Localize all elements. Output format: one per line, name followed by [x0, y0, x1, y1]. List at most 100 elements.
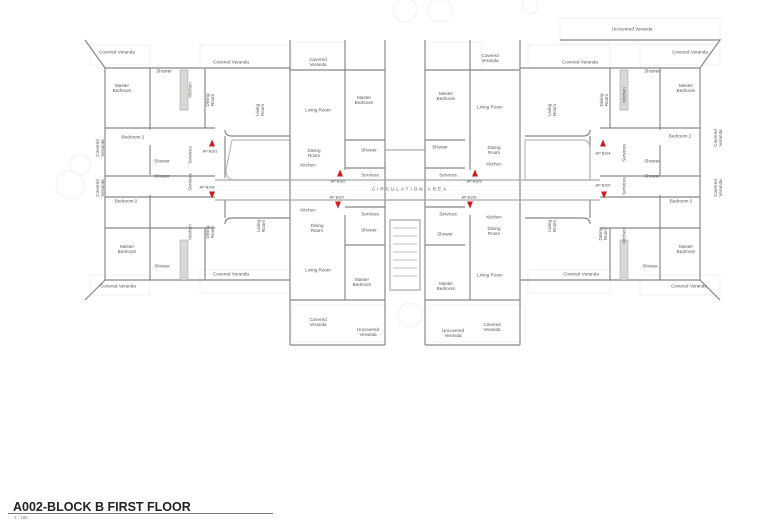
room-label: Services [361, 211, 379, 217]
room-label: Kitchen [621, 87, 627, 103]
room-label: Services [439, 211, 457, 217]
room-label: Covered Veranda [562, 59, 598, 65]
apartment-label: AP B101 [202, 149, 218, 154]
room-label: Bedroom 2 [121, 134, 145, 140]
room-label: Services [187, 146, 193, 164]
room-label: Covered Veranda [95, 139, 105, 157]
room-label: Bedroom 2 [669, 198, 693, 204]
room-label: Services [621, 177, 627, 195]
room-label: Covered Veranda [672, 49, 708, 55]
room-label: Covered Veranda [483, 322, 501, 332]
room-label: Covered Veranda [100, 283, 136, 289]
drawing-title: A002-BLOCK B FIRST FLOOR [13, 500, 191, 514]
room-label: Dining Room [598, 227, 608, 241]
room-label: Living Room [477, 104, 503, 110]
room-label: Dining Room [487, 226, 501, 236]
room-label: Master Bedroom [354, 95, 374, 105]
room-label: Shower [361, 227, 377, 233]
room-label: Covered Veranda [481, 53, 499, 63]
room-label: Dining Room [487, 145, 501, 155]
room-label: Shower [361, 147, 377, 153]
room-label: Living Room [305, 267, 331, 273]
entry-arrow-icon [337, 169, 343, 177]
entry-arrow-icon [209, 139, 215, 147]
room-label: Kitchen [187, 82, 193, 98]
entry-arrow-icon [209, 191, 215, 199]
room-label: Covered Veranda [99, 49, 135, 55]
landscape-trees [55, 0, 539, 328]
room-label: Bedroom 2 [668, 133, 692, 139]
room-label: Covered Veranda [213, 59, 249, 65]
apartment-label: AP B106 [461, 195, 477, 200]
room-label: Master Bedroom [352, 277, 372, 287]
room-label: Living Room [547, 219, 557, 233]
room-label: Master Bedroom [676, 244, 696, 254]
room-label: Living Room [547, 103, 557, 117]
room-label: Shower [432, 144, 448, 150]
apartment-label: AP B104 [595, 151, 611, 156]
apartment-label: AP B103 [466, 179, 482, 184]
room-label: Shower [644, 158, 660, 164]
room-label: Shower [437, 231, 453, 237]
room-label: Master Bedroom [676, 83, 696, 93]
room-label: Master Bedroom [436, 91, 456, 101]
room-label: Kitchen [486, 214, 502, 220]
room-label: Kitchen [300, 162, 316, 168]
entry-arrow-icon [467, 201, 473, 209]
room-label: Services [439, 172, 457, 178]
room-label: Covered Veranda [309, 317, 327, 327]
room-label: Covered Veranda [309, 57, 327, 67]
room-label: Shower [644, 68, 660, 74]
entry-arrow-icon [472, 169, 478, 177]
room-label: Uncovered Veranda [611, 26, 653, 32]
room-label: Master Bedroom [117, 244, 137, 254]
room-label: Kitchen [300, 207, 316, 213]
room-label: Services [187, 173, 193, 191]
circulation-area-label: CIRCULATION AREA [371, 186, 449, 192]
title-underline [8, 513, 273, 514]
apartment-label: AP B105 [595, 183, 611, 188]
room-label: Shower [154, 158, 170, 164]
room-label: Services [361, 172, 379, 178]
room-label: Covered Veranda [95, 179, 105, 197]
room-label: Kitchen [486, 161, 502, 167]
room-label: Dining Room [310, 223, 324, 233]
apartment-label: AP B107 [329, 195, 345, 200]
drawing-scale: 1 : 100 [14, 515, 28, 520]
room-label: Shower [154, 263, 170, 269]
room-label: Services [621, 144, 627, 162]
room-label: Shower [644, 173, 660, 179]
floor-pattern [215, 181, 600, 195]
room-label: Uncovered Veranda [441, 328, 465, 338]
room-label: Covered Veranda [563, 271, 599, 277]
room-label: Shower [156, 68, 172, 74]
apartment-label: AP B108 [199, 185, 215, 190]
room-label: Shower [154, 173, 170, 179]
apartment-label: AP B102 [330, 179, 346, 184]
room-label: Living Room [255, 103, 265, 117]
entry-arrow-icon [600, 139, 606, 147]
room-label: Kitchen [621, 228, 627, 244]
room-label: Master Bedroom [112, 83, 132, 93]
room-label: Covered Veranda [713, 129, 723, 147]
entry-arrow-icon [601, 191, 607, 199]
entry-arrow-icon [335, 201, 341, 209]
room-label: Bedroom 2 [114, 198, 138, 204]
room-label: Master Bedroom [436, 281, 456, 291]
room-label: Dining Room [205, 93, 215, 107]
room-label: Living Room [477, 272, 503, 278]
room-label: Dining Room [307, 148, 321, 158]
room-label: Covered Veranda [213, 271, 249, 277]
room-label: Uncovered Veranda [356, 327, 380, 337]
room-label: Living Room [256, 219, 266, 233]
room-label: Covered Veranda [671, 283, 707, 289]
room-label: Dining Room [599, 93, 609, 107]
walls [84, 39, 722, 346]
room-label: Shower [642, 263, 658, 269]
room-label: Dining Room [205, 225, 215, 239]
room-label: Living Room [305, 107, 331, 113]
room-label: Kitchen [187, 224, 193, 240]
room-label: Covered Veranda [713, 179, 723, 197]
kitchen-counters [179, 69, 629, 281]
